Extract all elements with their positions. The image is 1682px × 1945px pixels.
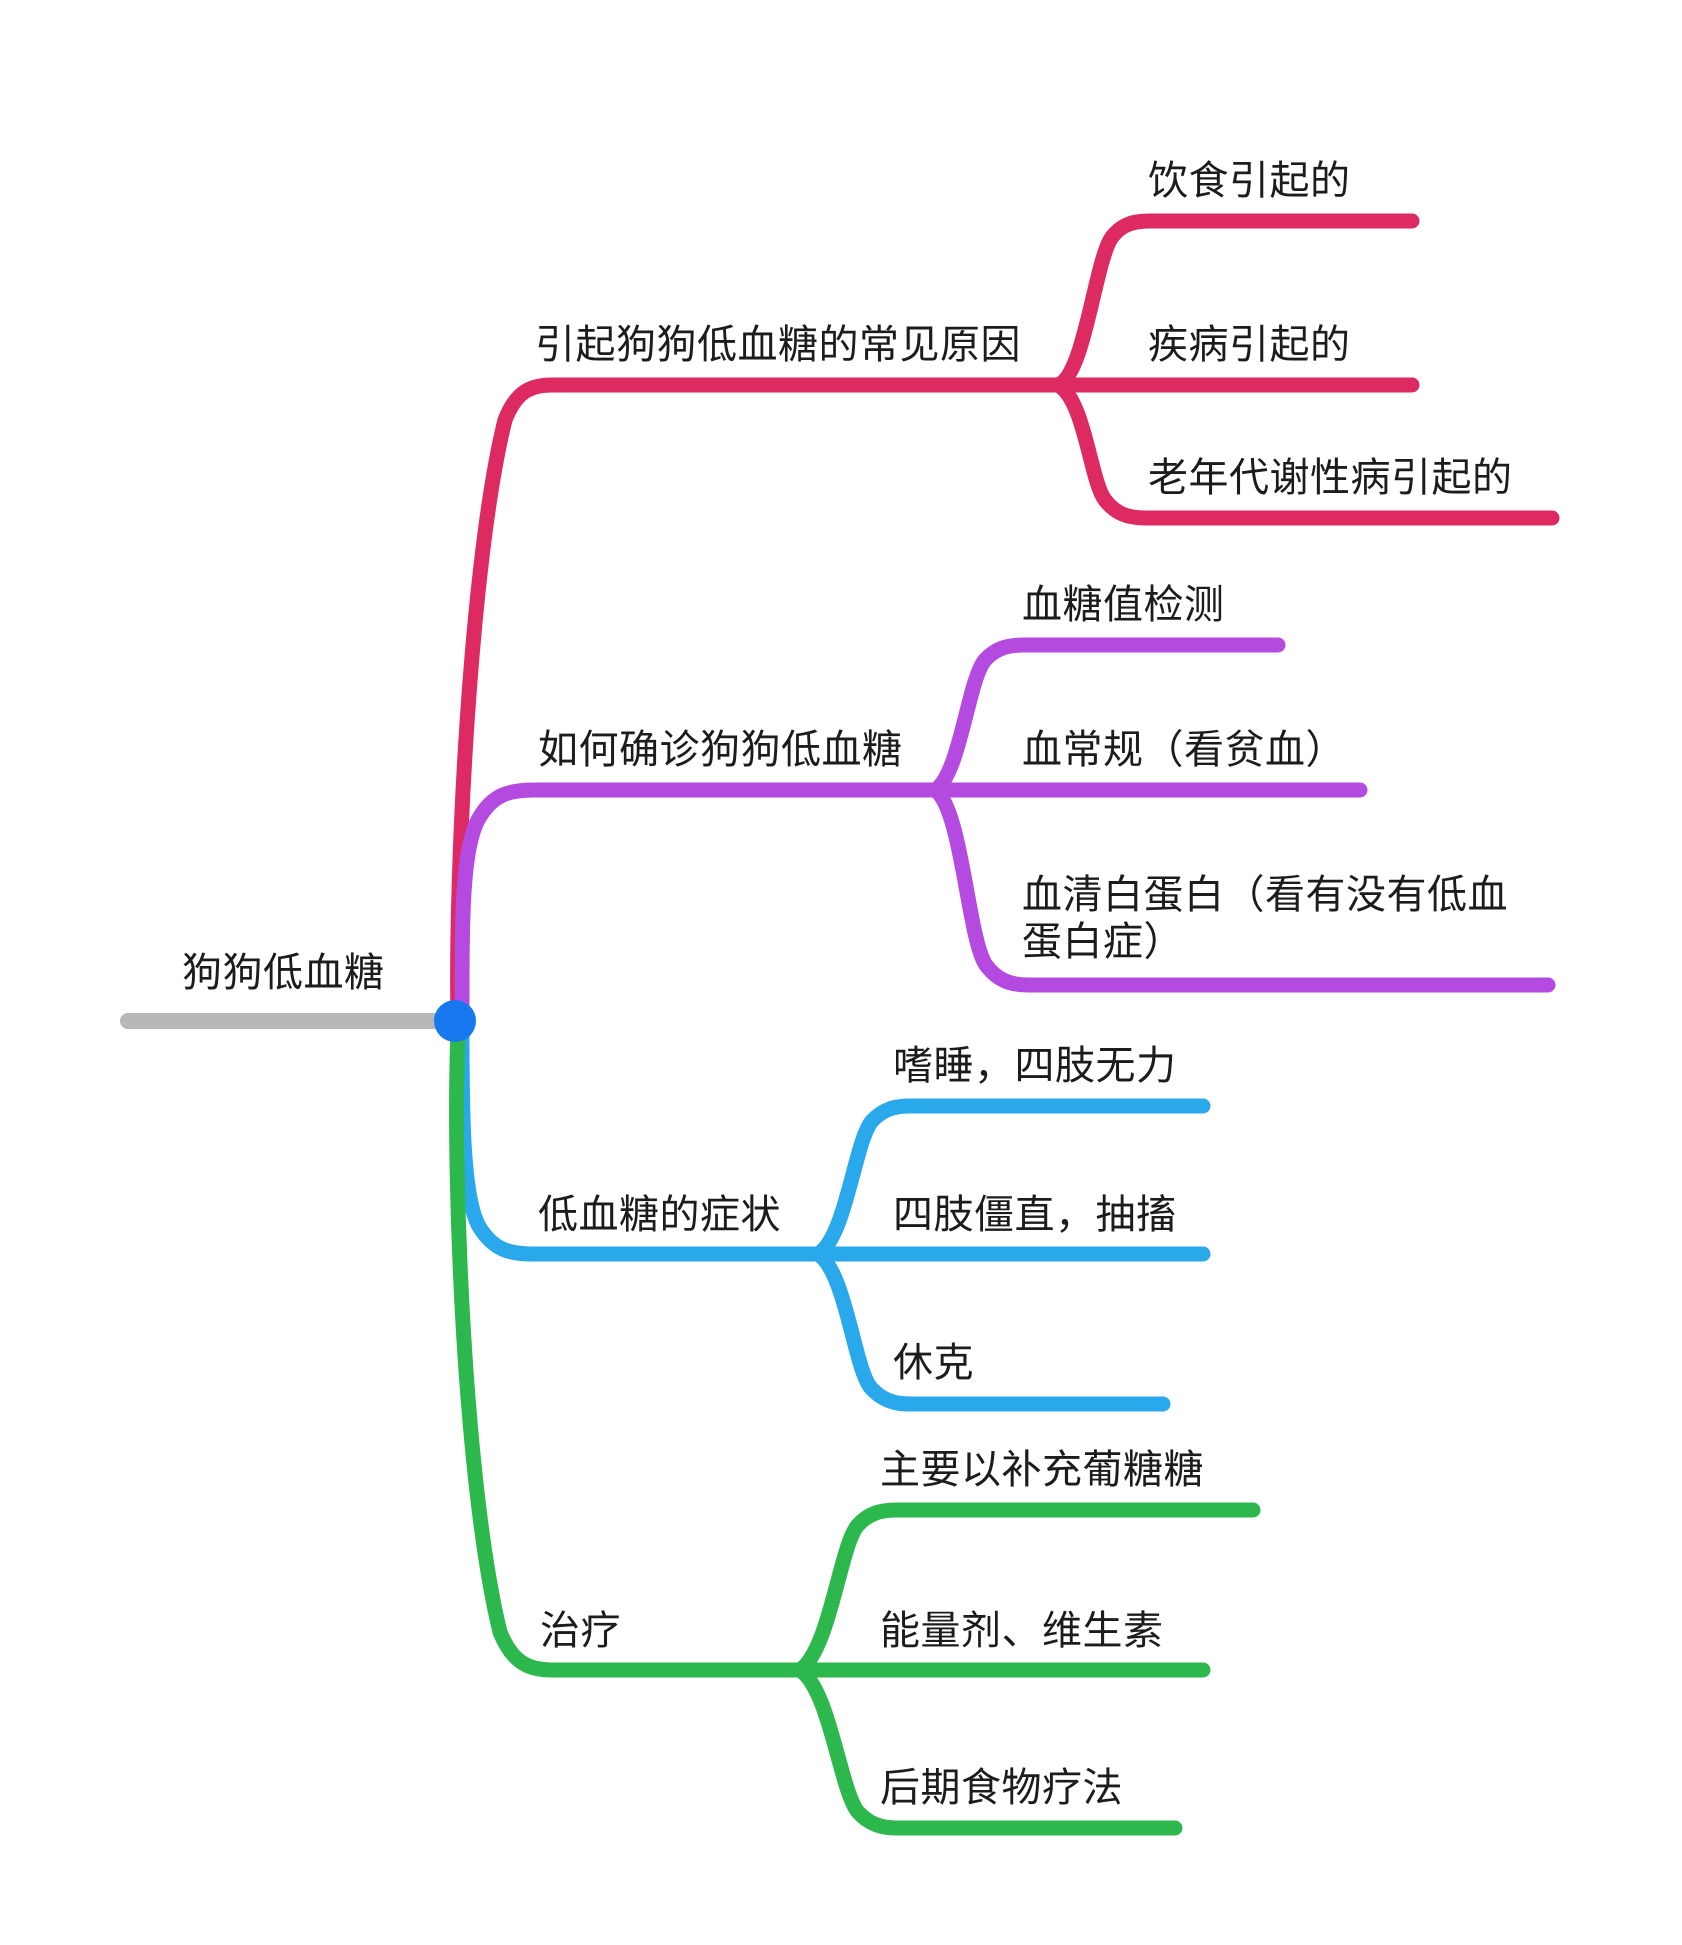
branch-edge-diagnosis	[454, 782, 943, 1020]
branch-edge-treatment	[449, 1024, 808, 1678]
leaf-label-causes-0[interactable]: 饮食引起的	[1148, 159, 1351, 203]
leaf-label-treatment-2[interactable]: 后期食物疗法	[880, 1766, 1123, 1810]
branch-edge-causes	[450, 377, 1066, 1024]
branch-label-diagnosis[interactable]: 如何确诊狗狗低血糖	[538, 728, 903, 772]
root-hub-dot[interactable]	[434, 1000, 476, 1042]
leaf-label-treatment-1[interactable]: 能量剂、维生素	[880, 1609, 1164, 1653]
leaf-edge-symptoms-2	[810, 1246, 1171, 1412]
leaf-label-symptoms-1[interactable]: 四肢僵直，抽搐	[893, 1193, 1177, 1237]
leaf-label-diagnosis-0[interactable]: 血糖值检测	[1022, 583, 1225, 627]
branch-label-causes[interactable]: 引起狗狗低血糖的常见原因	[535, 323, 1021, 367]
leaf-label-causes-2[interactable]: 老年代谢性病引起的	[1148, 456, 1513, 500]
leaf-label-causes-1[interactable]: 疾病引起的	[1148, 323, 1351, 367]
branch-label-symptoms[interactable]: 低血糖的症状	[538, 1193, 781, 1237]
leaf-label-symptoms-0[interactable]: 嗜睡，四肢无力	[893, 1044, 1177, 1088]
leaf-label-diagnosis-2[interactable]: 血清白蛋白（看有没有低血蛋白症）	[1022, 873, 1508, 965]
leaf-label-symptoms-2[interactable]: 休克	[893, 1341, 974, 1385]
branch-label-treatment[interactable]: 治疗	[540, 1609, 621, 1653]
leaf-label-diagnosis-1[interactable]: 血常规（看贫血）	[1022, 728, 1346, 772]
leaf-label-treatment-0[interactable]: 主要以补充葡糖糖	[880, 1448, 1204, 1492]
root-node-label[interactable]: 狗狗低血糖	[182, 951, 385, 995]
